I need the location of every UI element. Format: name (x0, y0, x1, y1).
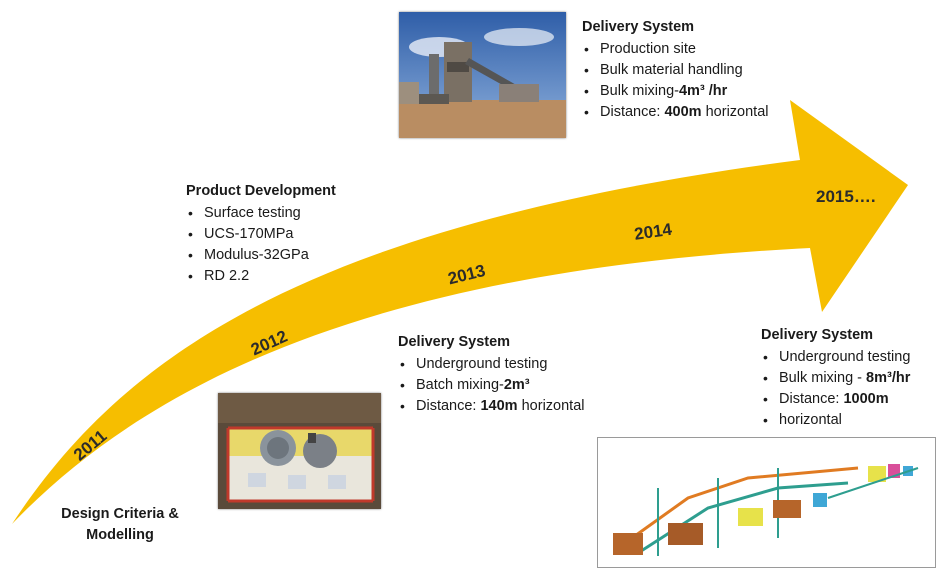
delivery-system-2013-title: Delivery System (398, 334, 511, 350)
item-text: Bulk material handling (600, 62, 743, 78)
list-item: RD 2.2 (186, 266, 336, 287)
item-text: horizontal (701, 104, 769, 120)
item-text: Underground testing (416, 356, 548, 372)
item-text: Underground testing (779, 349, 911, 365)
list-item: Bulk mixing-4m³ /hr (582, 81, 768, 102)
list-item: Production site (582, 39, 768, 60)
delivery-system-2015-title: Delivery System (761, 327, 874, 343)
list-item: Batch mixing-2m³ (398, 375, 584, 396)
production-site-photo (399, 12, 566, 138)
item-text: Distance: (600, 104, 665, 120)
list-item: Surface testing (186, 203, 336, 224)
item-text: horizontal (779, 412, 842, 428)
list-item: Modulus-32GPa (186, 245, 336, 266)
list-item: UCS-170MPa (186, 224, 336, 245)
list-item: Distance: 400m horizontal (582, 102, 768, 123)
list-item: Distance: 1000m (761, 389, 910, 410)
delivery-system-2014-list: Production site Bulk material handling B… (582, 39, 768, 123)
delivery-system-2015-block: Delivery System Underground testing Bulk… (761, 325, 910, 431)
timeline-arrow-shape (12, 100, 908, 524)
design-criteria-label: Design Criteria & Modelling (50, 504, 190, 546)
list-item: horizontal (761, 410, 910, 431)
item-text: Distance: (779, 391, 844, 407)
item-value: 400m (664, 104, 702, 120)
delivery-system-2015-list: Underground testing Bulk mixing - 8m³/hr… (761, 347, 910, 431)
list-item: Bulk mixing - 8m³/hr (761, 368, 910, 389)
list-item: Bulk material handling (582, 60, 768, 81)
item-value: 140m (480, 398, 518, 414)
item-value: 2m³ (503, 377, 530, 393)
item-text: Production site (600, 41, 696, 57)
item-value: 1000m (843, 391, 889, 407)
item-text: Distance: (416, 398, 481, 414)
list-item: Underground testing (398, 354, 584, 375)
item-text: Bulk mixing - (779, 370, 867, 386)
product-development-title: Product Development (186, 183, 336, 199)
design-criteria-line2: Modelling (86, 527, 154, 543)
product-development-block: Product Development Surface testing UCS-… (186, 181, 336, 287)
product-development-list: Surface testing UCS-170MPa Modulus-32GPa… (186, 203, 336, 287)
item-text: horizontal (517, 398, 585, 414)
item-value: 4m³ /hr (678, 83, 728, 99)
item-value: 8m³/hr (866, 370, 911, 386)
delivery-system-2013-block: Delivery System Underground testing Batc… (398, 332, 584, 417)
underground-testing-photo (218, 393, 381, 509)
item-text: Batch mixing- (416, 377, 504, 393)
list-item: Underground testing (761, 347, 910, 368)
delivery-system-2014-title: Delivery System (582, 19, 695, 35)
delivery-system-2014-block: Delivery System Production site Bulk mat… (582, 17, 768, 123)
design-criteria-line1: Design Criteria & (61, 506, 179, 522)
year-2015-label: 2015…. (816, 187, 876, 206)
item-text: Bulk mixing- (600, 83, 679, 99)
list-item: Distance: 140m horizontal (398, 396, 584, 417)
delivery-system-2013-list: Underground testing Batch mixing-2m³ Dis… (398, 354, 584, 417)
plant-layout-model-image (597, 437, 936, 568)
